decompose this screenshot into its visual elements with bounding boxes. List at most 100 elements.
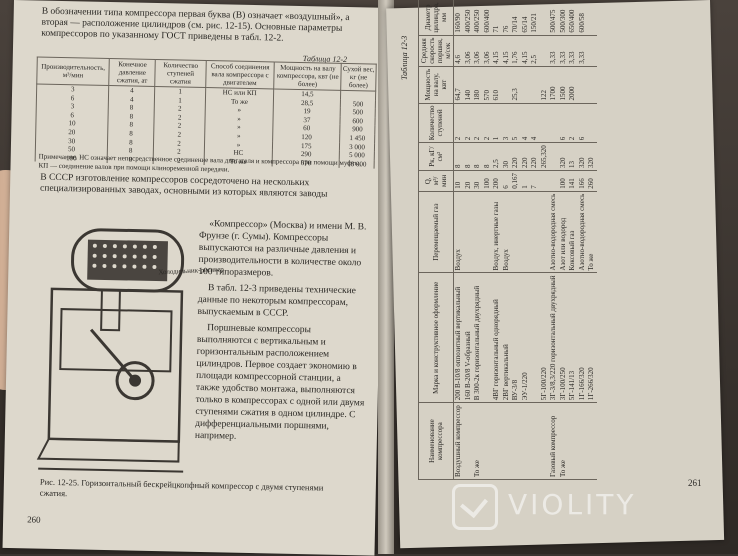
table-cell xyxy=(530,191,540,273)
table-cell: 30 xyxy=(473,170,483,192)
table-12-3: Наименование компрессора Марка и констру… xyxy=(418,0,597,480)
table-cell xyxy=(539,191,549,273)
col-header: Наименование компрессора xyxy=(418,402,454,480)
table-cell: 8 xyxy=(473,142,483,171)
table-cell: 0,167 xyxy=(511,170,521,192)
table-cell: 650/400 xyxy=(568,0,578,36)
table-cell: Воздух, инертные газы xyxy=(492,191,502,273)
table-cell xyxy=(520,66,530,104)
watermark: VIOLITY xyxy=(452,476,722,536)
table-cell: 71 xyxy=(492,0,502,36)
table-cell: 320 xyxy=(587,142,597,171)
table-cell: 2 xyxy=(568,103,578,143)
col-header: Количество ступеней сжатия xyxy=(155,59,206,88)
table-cell: 500/475 xyxy=(549,0,559,36)
table-cell xyxy=(587,103,597,143)
table-cell: 610 xyxy=(492,66,502,104)
table-cell: 3,33 xyxy=(568,35,578,67)
table-cell xyxy=(520,191,530,273)
table-cell: 400/250 xyxy=(463,0,473,36)
table-cell: 500/300 xyxy=(558,0,568,36)
table-cell: 140 xyxy=(463,66,473,104)
table-cell: Азотно-водородная смесь xyxy=(549,191,559,273)
table-cell xyxy=(577,66,587,104)
table-cell xyxy=(539,170,549,192)
table-cell xyxy=(463,191,473,273)
table-cell: 25,3 xyxy=(511,66,521,104)
col-header: Q, м³/мин xyxy=(418,170,454,192)
col-header: Мощность на валу компрессора, квт (не бо… xyxy=(274,61,342,91)
table-cell: 3Г-3/8,3/220 горизонтальный двухрядный xyxy=(549,272,559,403)
table-cell: Азотно-водородная смесь xyxy=(577,191,587,273)
table-cell: 20 xyxy=(463,170,473,192)
table-cell: 2,5 xyxy=(530,35,540,67)
table-cell: 166 xyxy=(577,170,587,192)
table-cell: 400/250 xyxy=(473,0,483,36)
watermark-text: VIOLITY xyxy=(508,488,637,521)
table-cell xyxy=(539,103,549,143)
table-cell: 2,5 xyxy=(492,142,502,171)
table-cell: 1500 xyxy=(558,66,568,104)
table-cell: 160 В-20/8 V-образный xyxy=(463,272,473,403)
table-cell: 3,06 xyxy=(473,35,483,67)
table-cell: Азот или водород xyxy=(558,191,568,273)
table-cell: 150/21 xyxy=(530,0,540,36)
table-cell xyxy=(568,402,578,480)
side-paragraph: «Компрессор» (Москва) и имени М. В. Фрун… xyxy=(198,219,367,279)
table-cell: 180 xyxy=(473,66,483,104)
table-cell: 76 xyxy=(501,0,511,36)
table-cell xyxy=(539,35,549,67)
table-cell: 4ВГ горизонтальный однорядный xyxy=(492,272,502,403)
table-cell: 2 xyxy=(463,103,473,143)
table-cell xyxy=(501,402,511,480)
table-cell: 200 В-10/8 оппозитный вертикальный xyxy=(453,272,464,403)
col-header: Средняя скорость поршня, м/сек xyxy=(418,35,454,67)
page-number-right: 261 xyxy=(688,478,702,488)
violity-logo-icon xyxy=(452,484,498,530)
table-cell: 100 xyxy=(482,170,492,192)
table-cell: 2 xyxy=(482,103,492,143)
table-cell xyxy=(549,103,559,143)
table-cell xyxy=(530,66,540,104)
col-header: Перемещаемый газ xyxy=(418,191,454,273)
table-cell: 1Г-166/320 xyxy=(577,272,587,403)
table-cell xyxy=(549,170,559,192)
table-cell: 160/90 xyxy=(453,0,464,36)
body-paragraph: В СССР изготовление компрессоров сосредо… xyxy=(39,172,328,200)
page-number-left: 260 xyxy=(27,514,41,525)
table-cell: 570 xyxy=(482,66,492,104)
table-cell xyxy=(587,402,597,480)
table-cell: 6 xyxy=(577,103,587,143)
table-cell: 7 xyxy=(530,170,540,192)
table-cell: 122 xyxy=(539,66,549,104)
table-cell: 5Г-100/220 xyxy=(539,272,549,403)
table-cell: ЭУ-1/220 xyxy=(520,272,530,403)
table-cell: Газовый компрессор xyxy=(549,402,559,480)
table-cell: 141 xyxy=(568,170,578,192)
table-cell xyxy=(482,402,492,480)
table-cell xyxy=(482,191,492,273)
table-cell: 2 xyxy=(453,103,464,143)
table-cell: 64,7 xyxy=(453,66,464,104)
table-cell: 2 xyxy=(473,103,483,143)
table-cell: 6 xyxy=(501,170,511,192)
table-cell: 4 xyxy=(520,103,530,143)
table-cell: 220 xyxy=(520,142,530,171)
table-cell: 4,15 xyxy=(492,35,502,67)
table-cell: 70/14 xyxy=(511,0,521,36)
table-cell: 30 xyxy=(501,142,511,171)
col-header: Сухой вес, кг (не более) xyxy=(340,63,377,92)
table-cell: 8 xyxy=(463,142,473,171)
col-header: Конечное давление сжатия, ат xyxy=(108,58,156,87)
table-12-2: Производительность, м³/мин Конечное давл… xyxy=(35,56,377,169)
table-cell: 3,33 xyxy=(558,35,568,67)
